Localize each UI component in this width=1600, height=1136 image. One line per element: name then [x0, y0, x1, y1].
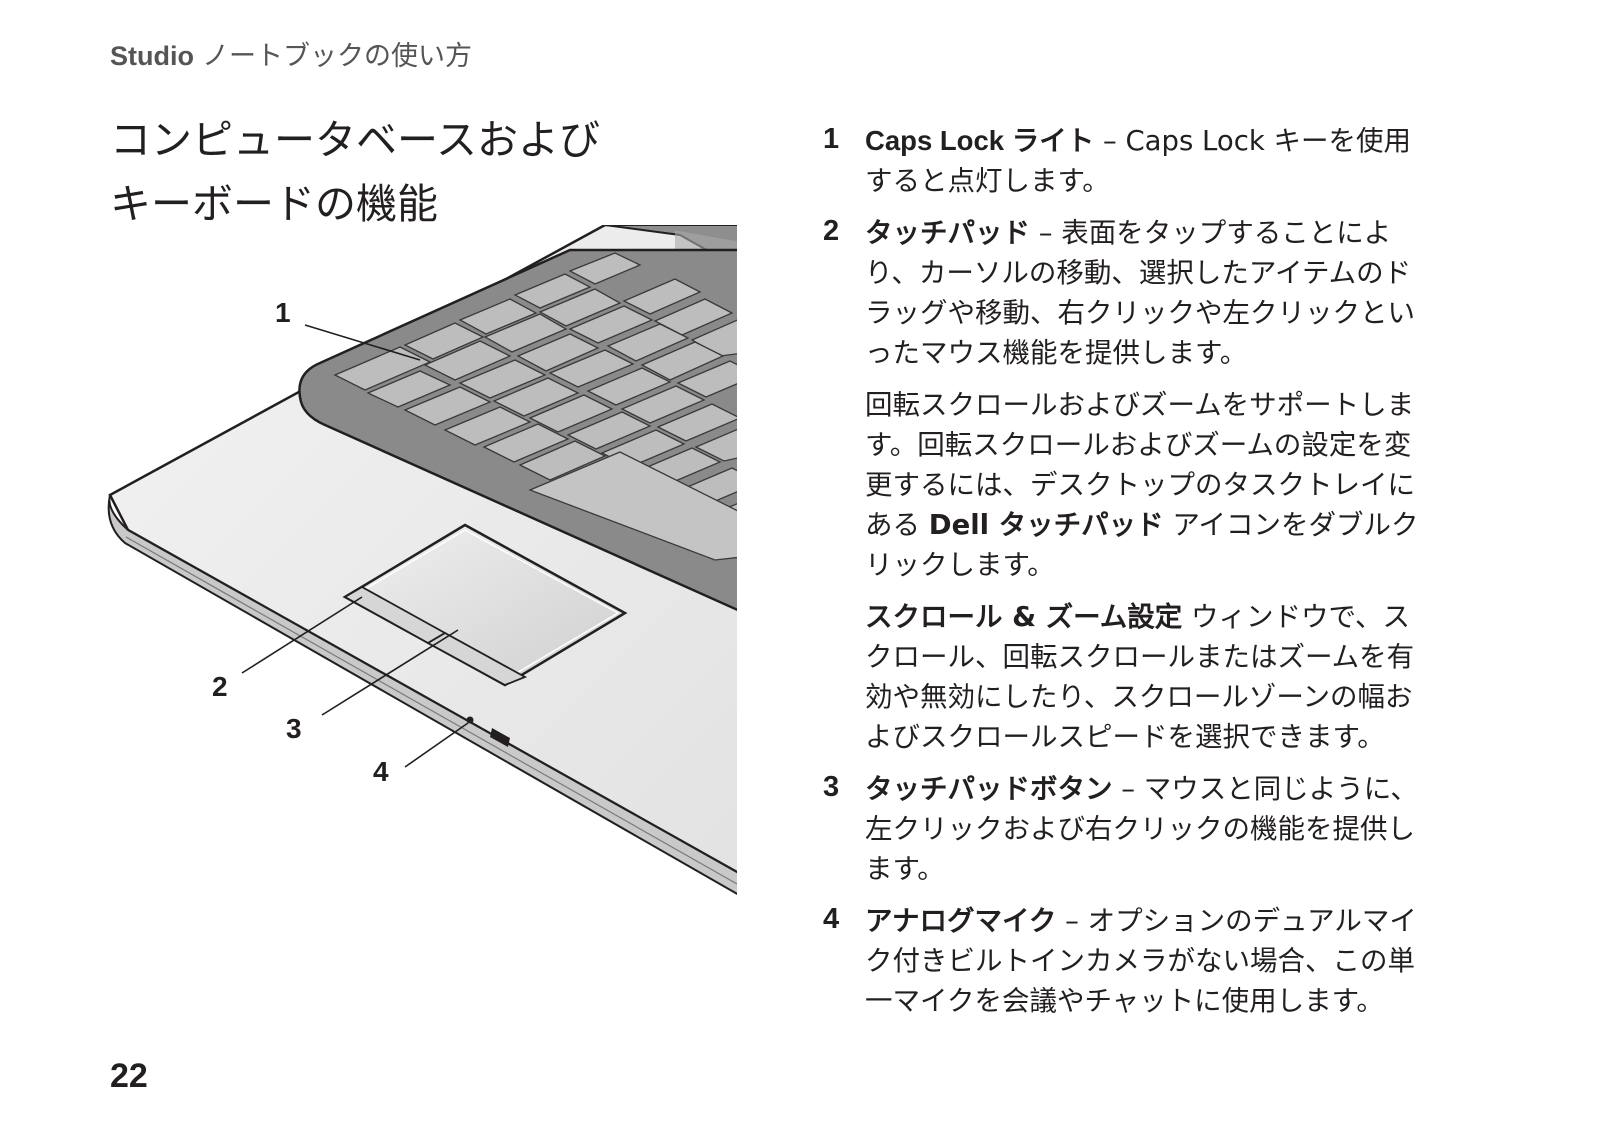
item-term: アナログマイク [865, 905, 1057, 937]
item-term: タッチパッドボタン [865, 773, 1113, 805]
header-brand: Studio [110, 41, 194, 71]
page-title: コンピュータベースおよび キーボードの機能 [110, 108, 600, 236]
item-separator: – [1056, 905, 1088, 937]
item-text: アイコンをダブルクリックします。 [865, 509, 1419, 581]
spacebar [528, 451, 737, 561]
front-port [490, 728, 510, 747]
item-description: 回転スクロールおよびズームをサポートします。回転スクロールおよびズームの設定を変… [865, 385, 1423, 585]
item-description: スクロール & ズーム設定 ウィンドウで、スクロール、回転スクロールまたはズーム… [865, 597, 1423, 757]
item-separator: – [1030, 217, 1062, 249]
item-text: Caps Lock キーを使用すると点灯します。 [865, 125, 1411, 197]
item-term: Dell タッチパッド [928, 509, 1164, 541]
callout-2: 2 [212, 671, 228, 702]
feature-analog-microphone: 4 アナログマイク – オプションのデュアルマイク付きビルトインカメラがない場合… [823, 901, 1423, 1021]
laptop-base-drawing [107, 225, 737, 895]
item-separator: – [1094, 125, 1126, 157]
header-section: ノートブックの使い方 [201, 41, 472, 72]
feature-touchpad-buttons: 3 タッチパッドボタン – マウスと同じように、左クリックおよび右クリックの機能… [823, 769, 1423, 889]
feature-caps-lock-light: 1 Caps Lock ライト – Caps Lock キーを使用すると点灯しま… [823, 121, 1423, 201]
item-term: スクロール & ズーム設定 [865, 601, 1183, 633]
item-separator: – [1112, 773, 1144, 805]
item-description: タッチパッドボタン – マウスと同じように、左クリックおよび右クリックの機能を提… [865, 769, 1423, 889]
item-text: 表面をタップすることにより、カーソルの移動、選択したアイテムのドラッグや移動、右… [865, 217, 1415, 369]
item-term: Caps Lock ライト [865, 125, 1095, 156]
item-number: 3 [823, 771, 840, 803]
laptop-illustration: 1 2 3 4 [100, 225, 760, 915]
page-title-line-1: コンピュータベースおよび [110, 116, 600, 164]
item-description: アナログマイク – オプションのデュアルマイク付きビルトインカメラがない場合、こ… [865, 901, 1423, 1021]
item-description: Caps Lock ライト – Caps Lock キーを使用すると点灯します。 [865, 121, 1423, 201]
item-text: マウスと同じように、左クリックおよび右クリックの機能を提供します。 [865, 773, 1418, 885]
page-number: 22 [110, 1057, 148, 1095]
item-text: オプションのデュアルマイク付きビルトインカメラがない場合、この単一マイクを会議や… [865, 905, 1417, 1017]
item-text: 回転スクロールおよびズームをサポートします。回転スクロールおよびズームの設定を変… [865, 389, 1415, 541]
callout-3: 3 [286, 713, 302, 744]
callout-4: 4 [373, 756, 389, 787]
page-title-line-2: キーボードの機能 [110, 180, 438, 228]
analog-microphone [466, 716, 474, 724]
item-term: タッチパッド [865, 217, 1030, 249]
callout-1: 1 [275, 297, 291, 328]
touchpad-right-button [426, 631, 528, 686]
item-number: 1 [823, 123, 840, 155]
item-number: 2 [823, 215, 840, 247]
item-text: ウィンドウで、スクロール、回転スクロールまたはズームを有効や無効にしたり、スクロ… [865, 601, 1415, 753]
item-number: 4 [823, 903, 840, 935]
feature-list: 1 Caps Lock ライト – Caps Lock キーを使用すると点灯しま… [823, 121, 1423, 1033]
feature-touchpad: 2 タッチパッド – 表面をタップすることにより、カーソルの移動、選択したアイテ… [823, 213, 1423, 757]
item-description: タッチパッド – 表面をタップすることにより、カーソルの移動、選択したアイテムの… [865, 213, 1423, 373]
